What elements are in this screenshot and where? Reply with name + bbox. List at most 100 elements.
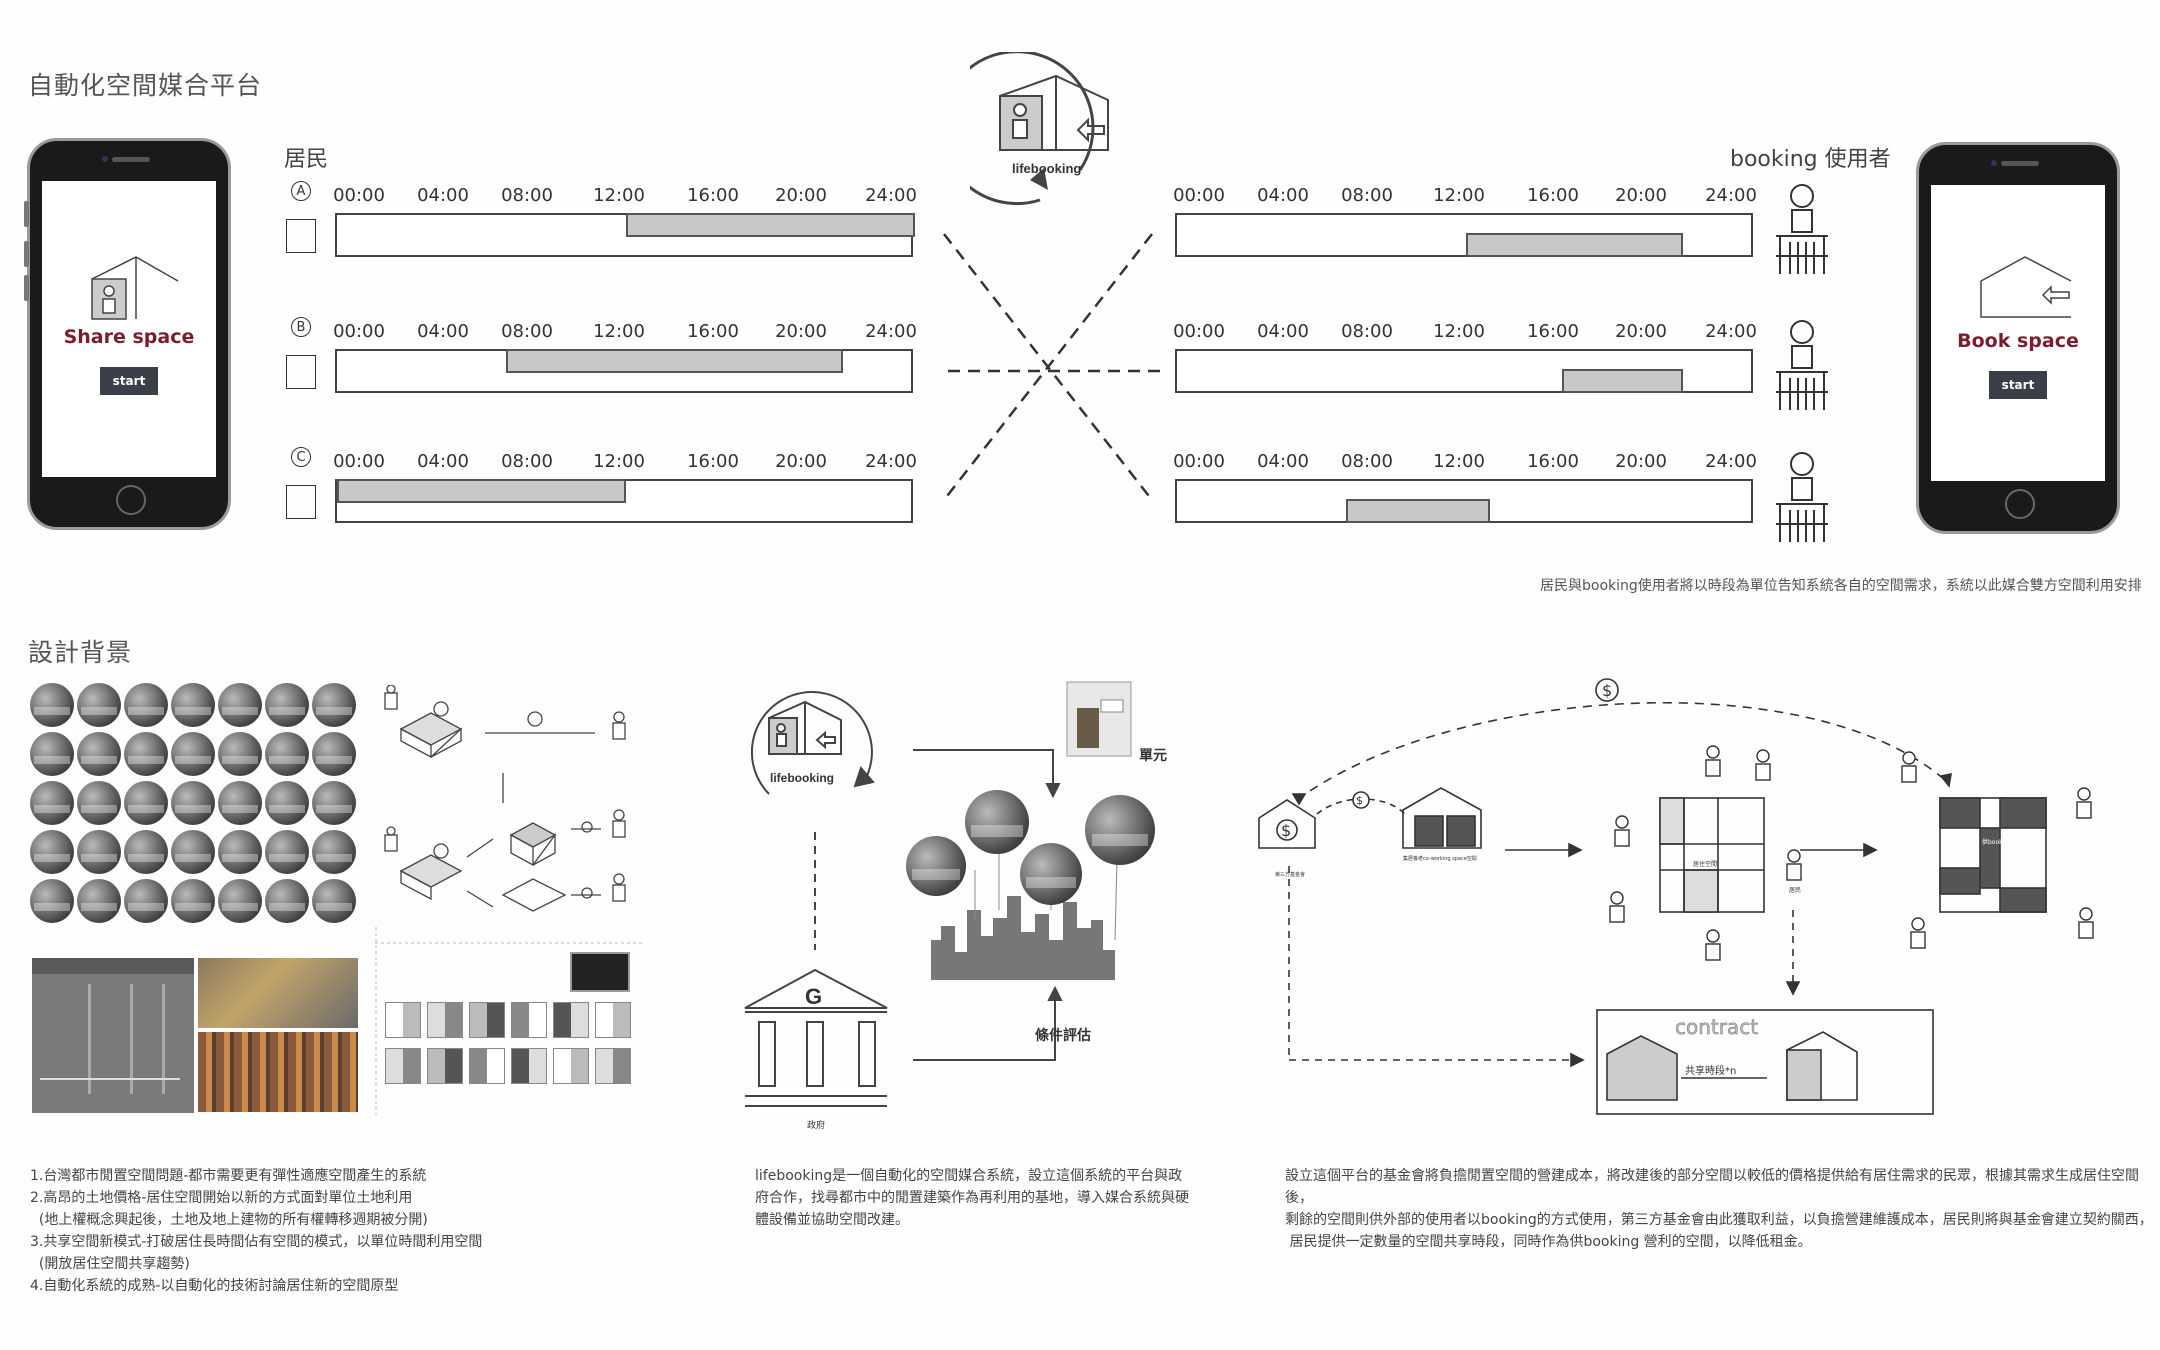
tick-label: 00:00 xyxy=(333,321,385,342)
tick-label: 04:00 xyxy=(417,321,469,342)
site-photo xyxy=(30,879,74,923)
eval-label: 條件評估 xyxy=(1035,1027,1091,1044)
paragraph-line: 府合作，找尋都市中的閒置建築作為再利用的基地，導入媒合系統與硬 xyxy=(755,1190,1189,1206)
site-photo xyxy=(77,732,121,776)
site-photo xyxy=(30,781,74,825)
tick-label: 00:00 xyxy=(333,185,385,206)
booking-space-label: 供booking的營利空間 xyxy=(1982,838,2042,846)
building-photo xyxy=(1085,795,1155,865)
matching-cross xyxy=(943,233,1160,501)
monitor-photo xyxy=(570,952,630,992)
lifebooking-logo: lifebooking xyxy=(970,52,1109,206)
list-item: (開放居住空間共享趨勢) xyxy=(30,1256,190,1272)
living-unit-label: 居住空間 xyxy=(1693,860,1717,868)
site-photo xyxy=(265,781,309,825)
timeline-bar[interactable] xyxy=(335,479,913,523)
site-photo xyxy=(77,830,121,874)
left-phone: Share space start xyxy=(24,138,231,530)
person-at-desk-icon xyxy=(1776,452,1828,542)
resident-id-badge: A xyxy=(291,181,311,201)
occupied-slot[interactable] xyxy=(505,349,843,373)
top-caption: 居民與booking使用者將以時段為單位告知系統各自的空間需求，系統以此媒合雙方… xyxy=(1540,578,2142,594)
right-paragraph: 設立這個平台的基金會將負擔閒置空間的營建成本，將改建後的部分空間以較低的價格提供… xyxy=(1285,1165,2160,1253)
site-photo xyxy=(171,732,215,776)
site-photo xyxy=(30,683,74,727)
lifebooking-logo-text-2: lifebooking xyxy=(770,771,834,785)
site-photo xyxy=(124,879,168,923)
timeline-bar[interactable] xyxy=(1175,213,1753,257)
lifebooking-logo-text: lifebooking xyxy=(1012,161,1081,176)
site-photo xyxy=(265,732,309,776)
page-title: 自動化空間媒合平台 xyxy=(28,71,263,100)
list-item: 3.共享空間新模式-打破居住長時間佔有空間的模式，以單位時間利用空間 xyxy=(30,1234,483,1250)
occupied-slot[interactable] xyxy=(1466,233,1683,257)
site-photo xyxy=(312,830,356,874)
building-photo xyxy=(965,790,1029,854)
tick-label: 12:00 xyxy=(1433,321,1485,342)
share-space-title: Share space xyxy=(63,326,195,348)
paragraph-line: 設立這個平台的基金會將負擔閒置空間的營建成本，將改建後的部分空間以較低的價格提供… xyxy=(1285,1168,2139,1206)
workflow-line xyxy=(130,984,133,1094)
occupied-slot[interactable] xyxy=(626,213,915,237)
unit-label: 單元 xyxy=(1139,748,1167,764)
resident-id-badge: B xyxy=(291,317,311,337)
tick-label: 20:00 xyxy=(1615,321,1667,342)
site-photo xyxy=(171,683,215,727)
tick-label: 20:00 xyxy=(775,321,827,342)
residents-label: 居民 xyxy=(284,147,329,172)
coworking-label: 集居養老co-working space空間 xyxy=(1403,855,1477,862)
site-photo xyxy=(265,830,309,874)
layout-sketch xyxy=(595,1002,631,1038)
share-start-button[interactable]: start xyxy=(100,367,158,395)
gov-label: 政府 xyxy=(807,1119,825,1131)
tick-label: 16:00 xyxy=(687,185,739,206)
site-photo xyxy=(218,781,262,825)
paragraph-line: 居民提供一定數量的空間共享時段，同時作為供booking 營利的空間，以降低租金… xyxy=(1285,1234,1812,1250)
site-photo xyxy=(171,781,215,825)
occupied-slot[interactable] xyxy=(1345,499,1491,523)
middle-paragraph: lifebooking是一個自動化的空間媒合系統，設立這個系統的平台與政 府合作… xyxy=(755,1165,1189,1231)
timeline-bar[interactable] xyxy=(1175,349,1753,393)
tick-label: 08:00 xyxy=(1341,321,1393,342)
home-button[interactable] xyxy=(2005,489,2035,519)
workflow-line xyxy=(162,984,165,1094)
site-photo xyxy=(265,879,309,923)
paragraph-line: lifebooking是一個自動化的空間媒合系統，設立這個系統的平台與政 xyxy=(755,1168,1183,1184)
occupied-slot[interactable] xyxy=(1562,369,1683,393)
site-photo xyxy=(218,732,262,776)
dollar-icon: $ xyxy=(1602,681,1612,700)
resident-unit-box xyxy=(286,485,316,519)
paragraph-line: 剩餘的空間則供外部的使用者以booking的方式使用，第三方基金會由此獲取利益，… xyxy=(1285,1212,2153,1228)
occupied-slot[interactable] xyxy=(337,479,626,503)
share-house-icon xyxy=(91,256,179,320)
person-at-desk-icon xyxy=(1776,184,1828,274)
layout-sketch xyxy=(385,1002,421,1038)
tick-label: 20:00 xyxy=(1615,451,1667,472)
tick-label: 20:00 xyxy=(775,451,827,472)
site-photo xyxy=(30,732,74,776)
phone-camera xyxy=(1991,160,1997,166)
phone-speaker xyxy=(2001,161,2039,166)
timeline-bar[interactable] xyxy=(1175,479,1753,523)
tick-label: 20:00 xyxy=(775,185,827,206)
timeline-bar[interactable] xyxy=(335,213,915,257)
tick-label: 00:00 xyxy=(1173,321,1225,342)
tick-label: 04:00 xyxy=(417,185,469,206)
layout-sketch xyxy=(595,1048,631,1084)
warehouse-photo xyxy=(198,958,358,1028)
book-start-button[interactable]: start xyxy=(1989,371,2047,399)
resident-unit-box xyxy=(286,355,316,389)
site-photo xyxy=(77,879,121,923)
tick-label: 12:00 xyxy=(593,185,645,206)
person-at-desk-icon xyxy=(1776,320,1828,410)
timeline-bar[interactable] xyxy=(335,349,913,393)
tick-label: 04:00 xyxy=(1257,451,1309,472)
home-button[interactable] xyxy=(116,485,146,515)
side-button xyxy=(24,241,29,267)
tick-label: 24:00 xyxy=(865,321,917,342)
resident-unit-box xyxy=(286,219,316,253)
book-house-icon xyxy=(1980,256,2072,318)
tick-label: 08:00 xyxy=(501,451,553,472)
layout-sketch xyxy=(469,1002,505,1038)
workflow-header xyxy=(32,958,194,974)
